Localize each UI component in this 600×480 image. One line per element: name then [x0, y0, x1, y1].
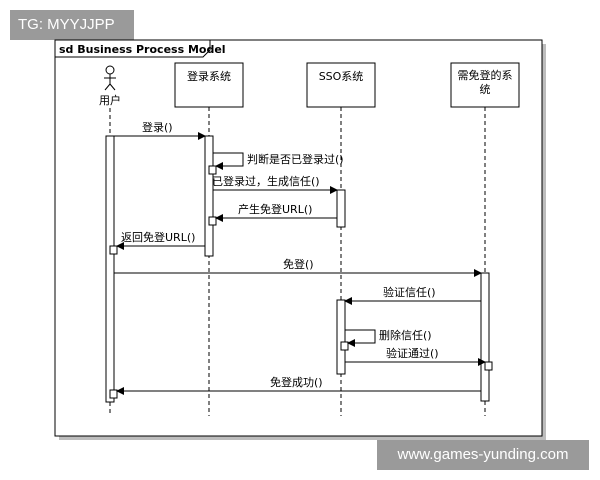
frame-title: sd Business Process Model [59, 43, 226, 56]
message-label-check-login: 判断是否已登录过() [247, 152, 344, 166]
activation-sso-delete [340, 341, 349, 351]
activation-user [105, 135, 115, 403]
participant-sso-system [306, 62, 376, 108]
watermark-url: www.games-yunding.com [377, 440, 589, 470]
activation-sso-create [336, 189, 346, 228]
message-label-delete-trust: 删除信任() [379, 328, 432, 342]
participant-target-system [450, 62, 520, 108]
participant-login-system-label: 登录系统 [187, 69, 231, 83]
message-label-create-trust: 已登录过，生成信任() [212, 174, 320, 188]
user-actor-icon [104, 65, 116, 91]
message-arrow-delete-trust [345, 329, 376, 347]
actor-label: 用户 [99, 93, 121, 107]
message-label-verify-trust: 验证信任() [383, 285, 436, 299]
participant-target-system-label-2: 统 [480, 83, 491, 96]
message-label-sso-login: 免登() [283, 257, 314, 271]
participant-login-system [174, 62, 244, 108]
telegram-badge: TG: MYYJJPP [10, 10, 134, 40]
message-arrow-check-login [213, 152, 244, 170]
participant-sso-system-label: SSO系统 [319, 70, 364, 83]
activation-target-system [480, 272, 490, 402]
frame-title-tab [54, 39, 211, 58]
activation-target-confirm [484, 361, 493, 371]
message-label-login-success: 免登成功() [270, 375, 323, 389]
activation-login-url [208, 216, 217, 226]
message-label-login: 登录() [142, 120, 173, 134]
activation-login-self [208, 165, 217, 175]
message-label-verify-pass: 验证通过() [386, 346, 439, 360]
activation-login-system [204, 135, 214, 257]
message-label-return-url: 返回免登URL() [121, 230, 195, 244]
activation-user-final [109, 389, 118, 399]
activation-sso-verify [336, 299, 346, 375]
message-label-generate-url: 产生免登URL() [238, 202, 312, 216]
activation-user-return [109, 245, 118, 255]
participant-target-system-label-1: 需免登的系 [458, 68, 513, 82]
